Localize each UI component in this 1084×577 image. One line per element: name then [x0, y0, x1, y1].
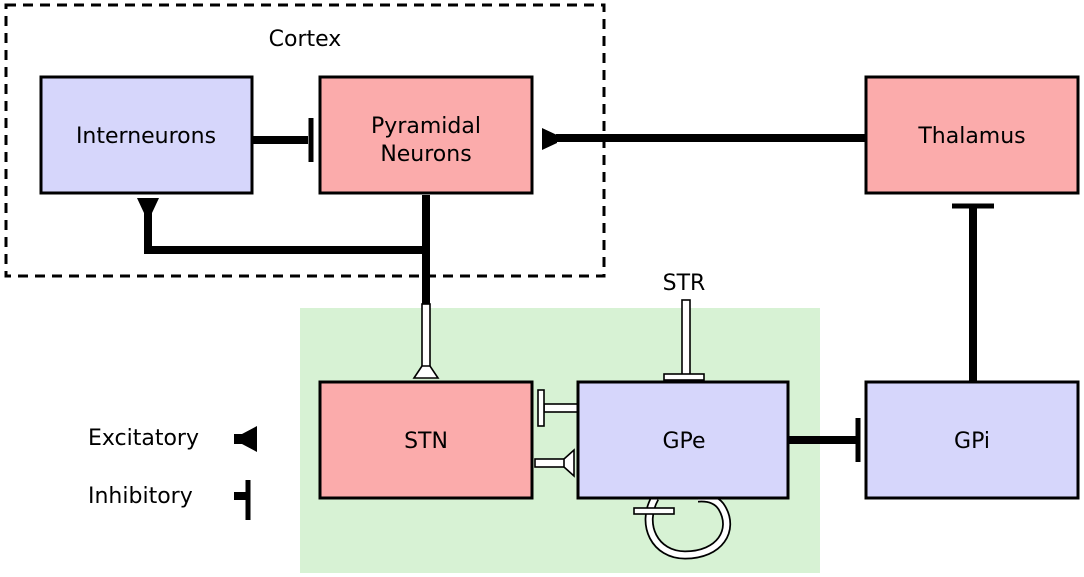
str-to-gpe-hollow: [681, 299, 691, 376]
gpe-box: [576, 380, 790, 500]
gpe-label: GPe: [662, 429, 705, 454]
stn-to-gpe-head: [563, 448, 575, 478]
gpi-label: GPi: [954, 429, 990, 454]
thalamus-box: [864, 75, 1080, 195]
stn-label: STN: [404, 429, 448, 454]
pyramidal-to-stn-head: [412, 365, 440, 379]
cortex-label: Cortex: [269, 27, 342, 52]
gpe-self-loop-bar: [633, 507, 675, 515]
pyramidal-box: [318, 75, 534, 195]
interneurons-label: Interneurons: [76, 124, 216, 149]
pyramidal-label-line1: Pyramidal: [371, 114, 481, 139]
str-to-gpe-bar: [663, 373, 705, 381]
pyramidal-to-stn-hollow: [421, 303, 431, 369]
thalamus-label: Thalamus: [917, 124, 1025, 149]
legend-inhibitory-label: Inhibitory: [88, 484, 193, 509]
pyramidal-label-line2: Neurons: [380, 142, 471, 167]
gpe-to-stn-bar: [537, 389, 545, 427]
gpe-to-stn-hollow: [543, 403, 580, 413]
legend-excitatory-icon: [234, 426, 257, 452]
stn-to-gpe-hollow: [534, 458, 566, 468]
pyramidal-to-interneurons-line: [144, 195, 430, 254]
legend-excitatory-label: Excitatory: [88, 426, 199, 451]
thalamus-to-pyramidal-head: [542, 128, 557, 150]
stn-box: [318, 380, 534, 500]
gpi-box: [864, 380, 1080, 500]
interneurons-box: [39, 75, 254, 195]
pyramidal-to-interneurons-head: [137, 198, 159, 213]
str-label: STR: [663, 271, 706, 296]
